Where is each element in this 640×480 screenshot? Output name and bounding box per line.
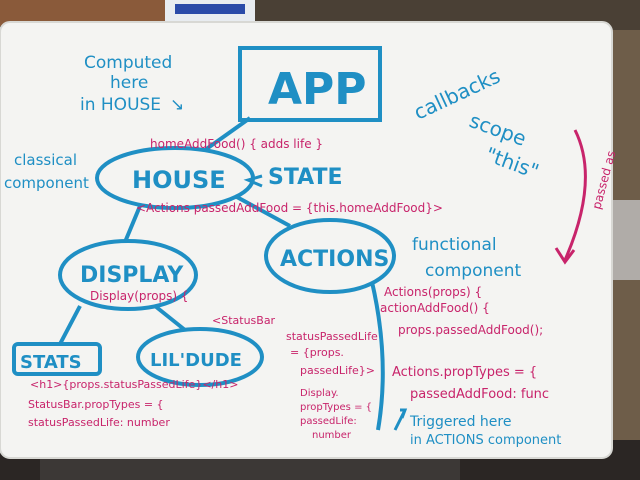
status-passed-life-line2: = {props. bbox=[290, 346, 344, 359]
functional-label-line2: component bbox=[425, 261, 522, 281]
actions-down-line bbox=[370, 281, 385, 431]
classical-label-line2: component bbox=[4, 174, 89, 192]
functional-label-line1: functional bbox=[412, 235, 497, 255]
passed-add-food-func-text: passedAddFood: func bbox=[410, 387, 549, 402]
app-label: APP bbox=[268, 64, 367, 115]
state-label: STATE bbox=[268, 165, 343, 190]
display-label: DISPLAY bbox=[80, 263, 184, 288]
triggered-line1: Triggered here bbox=[409, 414, 511, 430]
house-actions-line bbox=[234, 194, 291, 228]
app-house-line bbox=[203, 116, 252, 152]
triggered-arrow bbox=[393, 408, 408, 431]
actions-props-text: Actions(props) { bbox=[384, 285, 482, 299]
display-stats-line bbox=[58, 305, 82, 345]
state-arrow bbox=[243, 174, 263, 188]
computed-note-arrow: ↘ bbox=[170, 95, 184, 115]
display-proptypes-line2: propTypes = { bbox=[300, 402, 372, 413]
status-passed-life-line1: statusPassedLife bbox=[286, 330, 378, 343]
home-add-food-text: homeAddFood() { adds life } bbox=[150, 137, 323, 151]
computed-note-line3: in HOUSE bbox=[80, 95, 161, 115]
actions-ellipse bbox=[264, 218, 396, 294]
whiteboard bbox=[0, 21, 613, 459]
display-props-text: Display(props) { bbox=[90, 289, 189, 303]
status-passed-life-line3: passedLife}> bbox=[300, 364, 375, 377]
actions-proptypes-text: Actions.propTypes = { bbox=[392, 365, 537, 380]
stats-box bbox=[12, 342, 102, 376]
passed-as-arrowhead bbox=[554, 247, 576, 265]
laptop-edge bbox=[610, 200, 640, 280]
computed-note-line1: Computed bbox=[84, 53, 172, 73]
actions-passed-text: <Actions passedAddFood = {this.homeAddFo… bbox=[136, 201, 443, 215]
props-passed-add-food-text: props.passedAddFood(); bbox=[398, 323, 543, 337]
stats-label: STATS bbox=[20, 352, 82, 373]
display-lildude-line bbox=[153, 304, 187, 332]
display-proptypes-line4: number bbox=[312, 430, 352, 441]
lil-dude-label: LIL'DUDE bbox=[150, 350, 242, 371]
lil-dude-ellipse bbox=[136, 327, 264, 387]
cup-logo bbox=[175, 4, 245, 14]
passed-as-arrow bbox=[563, 129, 587, 261]
house-display-line bbox=[123, 205, 142, 243]
computed-note-line2: here bbox=[110, 73, 148, 93]
status-bar-tag-text: <StatusBar bbox=[212, 314, 276, 327]
display-ellipse bbox=[58, 239, 198, 311]
classical-label-line1: classical bbox=[14, 151, 77, 169]
status-bar-proptypes-text: StatusBar.propTypes = { bbox=[28, 398, 164, 411]
status-passed-life-number-text: statusPassedLife: number bbox=[28, 416, 170, 429]
display-proptypes-line3: passedLife: bbox=[300, 416, 357, 427]
actions-label: ACTIONS bbox=[280, 247, 389, 272]
app-box bbox=[238, 46, 382, 122]
display-proptypes-line1: Display. bbox=[300, 388, 339, 399]
h1-line-text: <h1>{props.statusPassedLife}</h1> bbox=[30, 378, 238, 391]
action-add-food-text: actionAddFood() { bbox=[380, 301, 490, 315]
triggered-line2: in ACTIONS component bbox=[410, 433, 561, 448]
house-label: HOUSE bbox=[132, 166, 226, 194]
